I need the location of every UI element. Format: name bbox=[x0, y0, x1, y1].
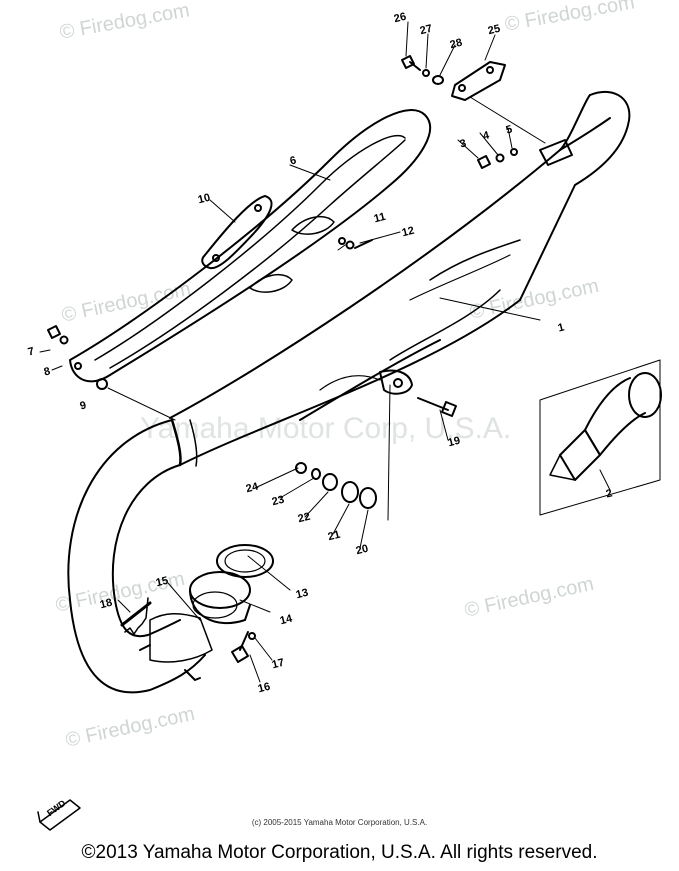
exhaust-joint bbox=[189, 544, 274, 625]
muffler-body bbox=[169, 90, 631, 467]
clamp-plate bbox=[201, 195, 273, 270]
small-copyright: (c) 2005-2015 Yamaha Motor Corporation, … bbox=[251, 818, 428, 827]
flange-bolt bbox=[231, 631, 256, 663]
leader-lines bbox=[39, 21, 611, 683]
heat-guard bbox=[69, 109, 431, 383]
forward-arrow bbox=[37, 799, 81, 831]
copyright-notice: ©2013 Yamaha Motor Corporation, U.S.A. A… bbox=[81, 842, 598, 863]
watermark-center: Yamaha Motor Corp, U.S.A. bbox=[140, 412, 512, 445]
silencer-insert bbox=[539, 359, 662, 516]
exhaust-pipe bbox=[67, 419, 213, 694]
upper-fasteners bbox=[401, 55, 546, 144]
guard-fasteners bbox=[338, 237, 373, 250]
exhaust-spring bbox=[120, 597, 152, 635]
left-fasteners bbox=[47, 325, 108, 390]
mid-fasteners bbox=[477, 148, 518, 169]
mount-bolt bbox=[417, 397, 457, 417]
stacked-washers bbox=[295, 384, 391, 521]
